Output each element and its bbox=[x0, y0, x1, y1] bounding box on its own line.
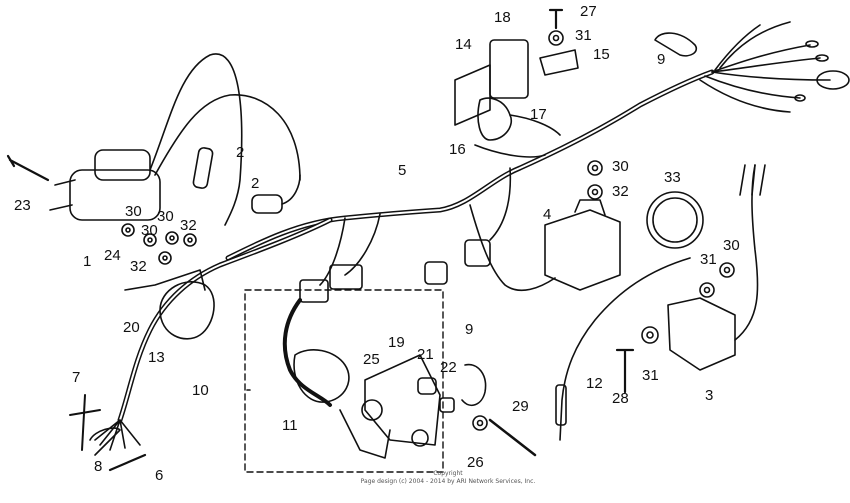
relay-14 bbox=[454, 64, 491, 126]
callout-11: 11 bbox=[282, 417, 298, 434]
callout-12: 12 bbox=[586, 375, 603, 392]
callout-21: 21 bbox=[417, 346, 434, 363]
callout-2-upper: 2 bbox=[236, 144, 245, 161]
callout-25: 25 bbox=[363, 351, 380, 368]
callout-13: 13 bbox=[148, 349, 165, 366]
main-wire-harness bbox=[225, 21, 850, 292]
callout-32: 32 bbox=[612, 183, 629, 200]
callout-16: 16 bbox=[449, 141, 466, 158]
bracket-19 bbox=[364, 354, 441, 446]
part-17 bbox=[477, 97, 512, 141]
part-13 bbox=[159, 281, 215, 340]
callout-30-b: 30 bbox=[125, 203, 142, 220]
callout-30-c: 30 bbox=[157, 208, 174, 225]
callout-27: 27 bbox=[580, 3, 597, 20]
bolt-23 bbox=[6, 154, 50, 182]
callout-2-lower: 2 bbox=[251, 175, 260, 192]
bracket-15 bbox=[539, 49, 579, 76]
callout-29: 29 bbox=[512, 398, 529, 415]
left-wire-branch bbox=[117, 217, 333, 423]
callout-18: 18 bbox=[494, 9, 511, 26]
callout-31-c: 31 bbox=[642, 367, 659, 384]
callout-9: 9 bbox=[657, 51, 666, 68]
callout-26: 26 bbox=[467, 454, 484, 471]
callout-32-c: 32 bbox=[130, 258, 147, 275]
callout-8: 8 bbox=[94, 458, 103, 475]
ignition-coil bbox=[49, 53, 301, 226]
callout-9-b: 9 bbox=[465, 321, 474, 338]
copyright-notice: Copyright Page design (c) 2004 - 2014 by… bbox=[338, 470, 558, 485]
callout-31: 31 bbox=[575, 27, 592, 44]
callout-4: 4 bbox=[543, 206, 552, 223]
spark-plug-cap-lower bbox=[251, 194, 283, 214]
callout-30-e: 30 bbox=[723, 237, 740, 254]
callout-32-b: 32 bbox=[180, 217, 197, 234]
regulator-18 bbox=[489, 39, 529, 99]
callout-24: 24 bbox=[104, 247, 121, 264]
assembly-box-10 bbox=[244, 289, 444, 473]
callout-30-d: 30 bbox=[141, 222, 158, 239]
callout-30: 30 bbox=[612, 158, 629, 175]
copyright-text: Page design (c) 2004 - 2014 by ARI Netwo… bbox=[360, 477, 536, 485]
callout-23: 23 bbox=[14, 197, 31, 214]
callout-5: 5 bbox=[398, 162, 407, 179]
callout-20: 20 bbox=[123, 319, 140, 336]
callout-3: 3 bbox=[705, 387, 714, 404]
callout-22: 22 bbox=[440, 359, 457, 376]
callout-28: 28 bbox=[612, 390, 629, 407]
callout-1: 1 bbox=[83, 253, 92, 270]
callout-31-b: 31 bbox=[700, 251, 717, 268]
callout-7: 7 bbox=[72, 369, 81, 386]
wire-16 bbox=[474, 144, 546, 158]
callout-6: 6 bbox=[155, 467, 164, 484]
callout-10: 10 bbox=[192, 382, 209, 399]
callout-33: 33 bbox=[664, 169, 681, 186]
callout-15: 15 bbox=[593, 46, 610, 63]
rectifier-4 bbox=[544, 209, 621, 291]
copyright-label: Copyright bbox=[433, 470, 463, 477]
switch-3 bbox=[667, 297, 736, 371]
callout-14: 14 bbox=[455, 36, 472, 53]
cable-12 bbox=[559, 257, 691, 441]
callout-17: 17 bbox=[530, 106, 547, 123]
band-clamp-33 bbox=[646, 191, 704, 249]
callout-19: 19 bbox=[388, 334, 405, 351]
nuts-and-washers bbox=[121, 30, 735, 431]
